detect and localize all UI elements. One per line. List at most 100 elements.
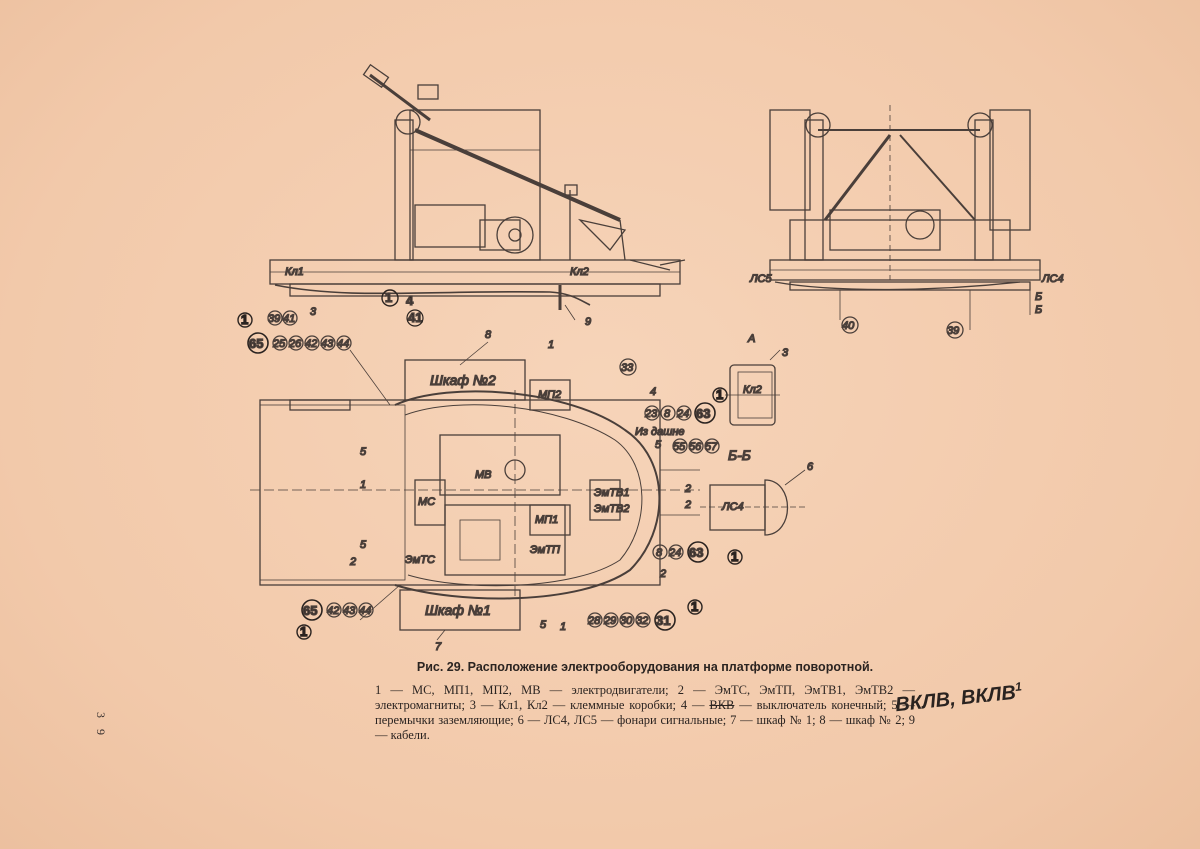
svg-text:39: 39 [947,325,959,337]
svg-text:1: 1 [716,387,723,402]
svg-text:1: 1 [691,599,698,614]
label-plan-1-top: 1 [548,339,554,351]
label-ms: МС [418,496,435,508]
figure-29-drawing: Кл1 Кл2 3 9 39 41 1 4 41 [230,60,1090,660]
label-plan-1-bottom: 1 [560,621,566,633]
svg-text:25: 25 [272,338,286,350]
svg-text:56: 56 [689,441,702,453]
detail-a-label: Кл2 [743,384,762,396]
label-iz-dashn: Из дашне [635,426,685,438]
svg-text:8: 8 [664,408,671,420]
side-circles: 39 41 [267,310,298,326]
svg-text:32: 32 [636,615,648,627]
label-plan-7: 7 [435,641,442,653]
svg-text:8: 8 [656,547,663,559]
circles-bottom-left: 65 42 43 44 [301,599,374,621]
hand-mark-side-4: 4 [406,293,414,308]
label-emtv1: ЭмТВ1 [594,487,629,499]
detail-b-num: 6 [807,461,814,473]
label-ls5: ЛС5 [749,273,772,285]
label-kl1: Кл1 [285,266,304,278]
label-plan-1-left: 1 [360,479,366,491]
label-shkaf1: Шкаф №1 [425,602,491,618]
svg-text:23: 23 [644,408,658,420]
hand-mark-side-41: 41 [408,310,422,325]
label-emtp: ЭмТП [530,544,560,556]
svg-text:63: 63 [696,406,710,421]
technical-drawing: Кл1 Кл2 3 9 39 41 1 4 41 [237,63,1064,654]
page-number: 3 9 [94,712,108,739]
figure-caption: Рис. 29. Расположение электрооборудовани… [375,660,915,743]
label-ls4: ЛС4 [1041,273,1064,285]
caption-strikethrough: ВКВ [709,698,735,712]
label-plan-2-r3: 2 [659,568,666,580]
label-b-top: Б [1035,291,1042,303]
caption-body: 1 — МС, МП1, МП2, МВ — электродвигатели;… [375,683,915,743]
svg-text:28: 28 [587,615,601,627]
svg-text:65: 65 [249,336,263,351]
detail-b-label: ЛС4 [721,501,744,513]
svg-text:43: 43 [343,605,356,617]
hand-mark-side-1: 1 [385,290,392,305]
end-circles: 40 39 [841,316,964,339]
svg-text:26: 26 [288,338,302,350]
label-plan-5-b: 5 [360,539,367,551]
svg-text:40: 40 [842,320,855,332]
svg-text:29: 29 [603,615,616,627]
circles-right-3: 55 56 57 [672,438,720,454]
label-mv: МВ [475,469,492,481]
label-side-3: 3 [310,306,317,318]
end-view [769,105,1041,330]
label-b-bottom: Б [1035,304,1042,316]
caption-body-part1: 1 — МС, МП1, МП2, МВ — электродвигатели;… [375,683,915,712]
svg-text:44: 44 [337,338,349,350]
side-view [269,63,686,310]
label-mp1: МП1 [535,514,558,526]
label-emtv2: ЭмТВ2 [594,503,629,515]
label-kl2: Кл2 [570,266,589,278]
hand-marks: 1 1 1 1 1 [237,311,743,640]
svg-text:24: 24 [668,547,681,559]
svg-text:65: 65 [303,603,317,618]
detail-b [700,469,806,536]
svg-text:44: 44 [359,605,371,617]
svg-text:1: 1 [300,624,307,639]
svg-text:1: 1 [241,312,248,327]
label-emts: ЭмТС [405,554,435,566]
svg-text:57: 57 [705,441,718,453]
caption-title: Рис. 29. Расположение электрооборудовани… [416,660,874,674]
label-side-9: 9 [585,316,591,328]
label-plan-2-r1: 2 [684,483,691,495]
svg-text:39: 39 [268,313,280,325]
svg-text:41: 41 [283,313,295,325]
svg-text:30: 30 [620,615,633,627]
svg-text:43: 43 [321,338,334,350]
plan-view [250,349,700,631]
circles-top-left: 65 25 26 42 43 44 [247,332,352,354]
svg-text:1: 1 [731,549,738,564]
detail-a-title: А [747,333,755,345]
svg-text:42: 42 [327,605,339,617]
handwritten-note-mark: 1 [1014,679,1023,695]
svg-text:55: 55 [673,441,686,453]
svg-text:24: 24 [676,408,689,420]
label-plan-8: 8 [485,329,492,341]
circles-bottom: 28 29 30 32 31 [586,609,676,631]
label-plan-5-d: 5 [540,619,547,631]
label-plan-5-c: 5 [655,439,662,451]
label-plan-2-r2: 2 [684,499,691,511]
label-shkaf2: Шкаф №2 [430,372,496,388]
label-plan-5-a: 5 [360,446,367,458]
svg-text:63: 63 [689,545,703,560]
detail-a-num: 3 [782,347,789,359]
svg-text:33: 33 [621,362,634,374]
svg-text:42: 42 [305,338,317,350]
label-plan-4: 4 [650,386,656,398]
circles-right-1: 33 [619,358,637,376]
caption-body-part2: — выключатель конечный; 5 — перемычки за… [375,698,915,742]
detail-a [725,349,781,426]
circles-right-2: 23 8 24 63 [643,402,716,424]
circles-right-4: 8 24 63 [652,541,709,563]
label-mp2: МП2 [538,389,561,401]
label-plan-2-left: 2 [349,556,356,568]
